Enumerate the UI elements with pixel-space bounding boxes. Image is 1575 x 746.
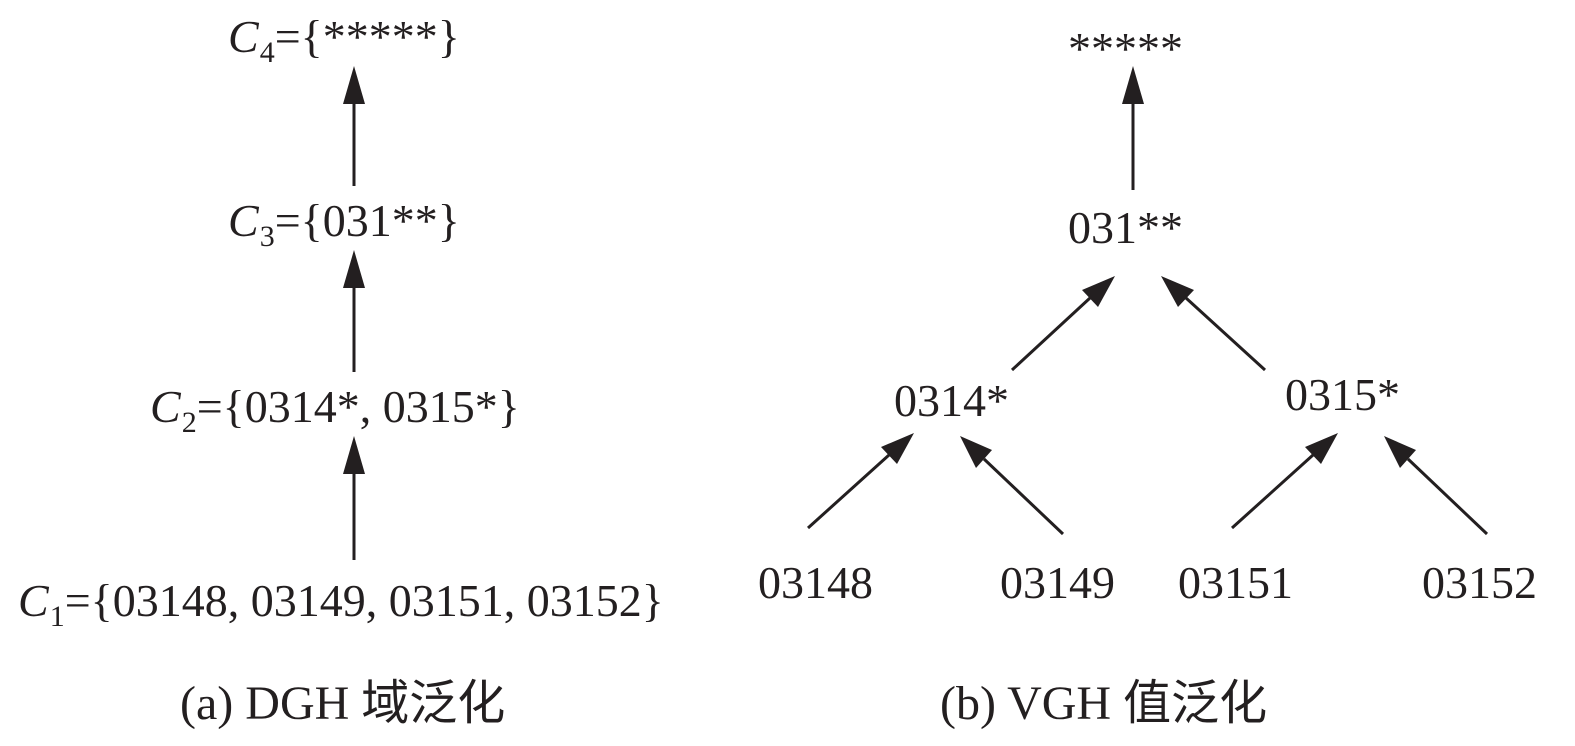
vgh-level2-node-0315: 0315* bbox=[1285, 369, 1400, 420]
vgh-level3-node: 031** bbox=[1068, 202, 1183, 253]
vgh-root: ***** bbox=[1068, 23, 1183, 74]
dgh-level-subscript: 2 bbox=[181, 406, 197, 439]
dgh-level-subscript: 3 bbox=[259, 220, 275, 253]
dgh-arrow-c1-c2 bbox=[343, 436, 365, 560]
dgh-level-var: C bbox=[228, 11, 259, 62]
dgh-level-var: C bbox=[228, 195, 259, 246]
dgh-level-c3: C3={031**} bbox=[228, 195, 460, 252]
dgh-level-set: ={031**} bbox=[274, 195, 460, 246]
vgh-arrow-03152-0315 bbox=[1384, 436, 1489, 536]
dgh-arrow-c3-c4 bbox=[343, 66, 365, 186]
dgh-level-c4: C4={*****} bbox=[228, 11, 460, 68]
dgh-level-c1: C1={03148, 03149, 03151, 03152} bbox=[18, 575, 664, 632]
vgh-caption: (b) VGH 值泛化 bbox=[940, 677, 1268, 730]
vgh-leaf-03151: 03151 bbox=[1178, 557, 1293, 608]
dgh-level-var: C bbox=[18, 575, 49, 626]
vgh-arrow-0314-031 bbox=[1010, 276, 1115, 372]
vgh-arrow-03148-0314 bbox=[806, 433, 914, 530]
vgh-arrow-03149-0314 bbox=[960, 436, 1065, 536]
vgh-arrow-031-root bbox=[1122, 66, 1144, 190]
dgh-arrow-c2-c3 bbox=[343, 250, 365, 372]
dgh-level-subscript: 1 bbox=[49, 600, 65, 633]
vgh-leaf-03152: 03152 bbox=[1422, 557, 1537, 608]
vgh-leaf-03148: 03148 bbox=[758, 557, 873, 608]
dgh-level-set: ={03148, 03149, 03151, 03152} bbox=[64, 575, 664, 626]
dgh-level-set: ={0314*, 0315*} bbox=[196, 381, 520, 432]
dgh-caption: (a) DGH 域泛化 bbox=[180, 677, 506, 730]
dgh-level-set: ={*****} bbox=[274, 11, 460, 62]
dgh-level-subscript: 4 bbox=[259, 36, 275, 69]
vgh-leaf-03149: 03149 bbox=[1000, 557, 1115, 608]
dgh-level-c2: C2={0314*, 0315*} bbox=[150, 381, 520, 438]
dgh-level-var: C bbox=[150, 381, 181, 432]
vgh-arrow-03151-0315 bbox=[1230, 433, 1338, 530]
vgh-level2-node-0314: 0314* bbox=[894, 375, 1009, 426]
vgh-arrow-0315-031 bbox=[1161, 276, 1267, 372]
